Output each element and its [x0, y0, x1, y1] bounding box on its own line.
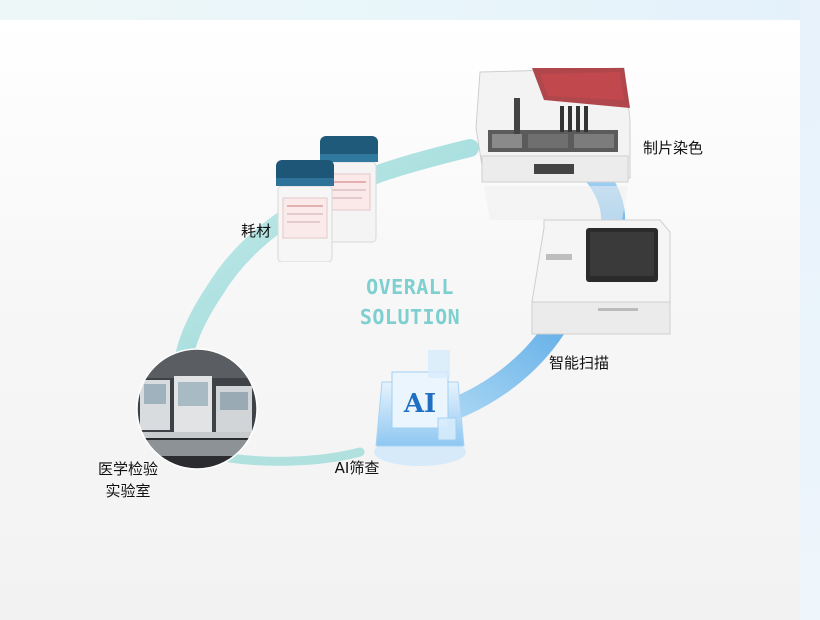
label-smart-scan: 智能扫描	[548, 354, 609, 372]
label-lab-line-1: 医学检验	[97, 460, 158, 478]
label-ai-screening: AI筛查	[334, 459, 380, 477]
overall-solution-title: OVERALL SOLUTION	[330, 272, 490, 332]
ai-platform-icon: AI	[374, 350, 466, 466]
scanner-machine-icon	[531, 219, 671, 335]
ai-badge-text: AI	[403, 389, 436, 419]
label-lab: 医学检验 实验室	[88, 458, 168, 502]
title-line-1: OVERALL	[366, 275, 454, 299]
node-slide-staining	[474, 60, 634, 230]
laboratory-photo-icon	[136, 348, 258, 470]
label-consumables: 耗材	[240, 222, 271, 240]
top-strip	[0, 0, 820, 20]
specimen-jars-icon	[276, 136, 378, 263]
node-consumables	[272, 132, 392, 263]
node-smart-scan	[524, 216, 672, 338]
node-ai-screening: AI	[368, 342, 472, 472]
label-slide-staining: 制片染色	[642, 139, 703, 157]
ring-segment-bottom	[225, 447, 365, 466]
label-lab-line-2: 实验室	[105, 482, 151, 500]
title-line-2: SOLUTION	[359, 305, 461, 329]
node-lab	[136, 348, 258, 470]
canvas: OVERALL SOLUTION	[0, 20, 800, 620]
right-strip	[800, 0, 820, 620]
staining-machine-icon	[475, 67, 631, 220]
